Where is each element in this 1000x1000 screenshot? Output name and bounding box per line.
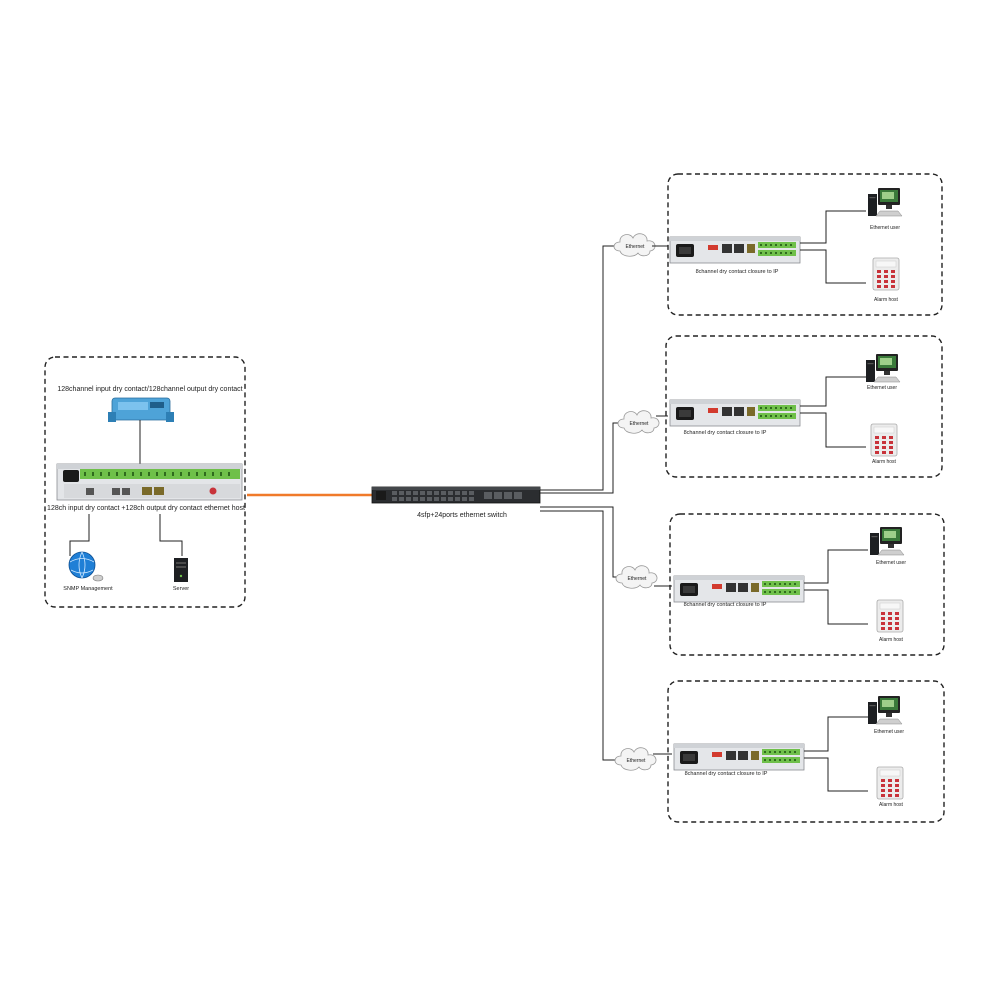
cloud-1-label: Ethernet <box>626 244 646 250</box>
remote-device-4 <box>673 743 805 771</box>
site-2-alarm-label: Alarm host <box>872 459 897 465</box>
keypad-icon-2 <box>870 423 898 457</box>
globe-icon <box>68 551 104 582</box>
ethernet-switch <box>371 486 541 504</box>
ethernet-cloud-4: Ethernet <box>614 747 657 771</box>
computer-icon-3 <box>869 526 905 556</box>
site-1-user-label: Ethernet user <box>870 225 900 231</box>
snmp-label: SNMP Management <box>63 586 113 592</box>
cloud-3-label: Ethernet <box>628 576 648 582</box>
keypad-icon-3 <box>876 599 904 633</box>
keypad-icon-1 <box>872 257 900 291</box>
site-3-alarm-label: Alarm host <box>879 637 904 643</box>
host-chassis <box>56 463 243 501</box>
host-top-caption: 128channel input dry contact/128channel … <box>57 386 242 393</box>
remote-device-3 <box>673 575 805 603</box>
remote-site-3: Ethernet 8channel dry contact closure to… <box>615 513 945 656</box>
site-4-device-caption: 8channel dry contact closure to IP <box>685 771 768 777</box>
cloud-2-label: Ethernet <box>630 421 650 427</box>
io-module <box>108 397 174 422</box>
site-2-device-caption: 8channel dry contact closure to IP <box>684 430 767 436</box>
switch-caption: 4sfp+24ports ethernet switch <box>417 512 507 519</box>
remote-device-1 <box>669 236 801 264</box>
computer-icon-1 <box>867 187 903 217</box>
server-link <box>159 514 183 556</box>
remote-site-4: Ethernet 8channel dry contact closure to… <box>614 680 945 823</box>
site-2-user-label: Ethernet user <box>867 385 897 391</box>
cloud-4-label: Ethernet <box>627 758 647 764</box>
site-3-user-label: Ethernet user <box>876 560 906 566</box>
switch-uplinks <box>540 245 622 761</box>
site-3-device-caption: 8channel dry contact closure to IP <box>684 602 767 608</box>
site-1-alarm-label: Alarm host <box>874 297 899 303</box>
computer-icon-4 <box>867 695 903 725</box>
host-device-caption: 128ch input dry contact +128ch output dr… <box>47 505 245 512</box>
remote-site-1: Ethernet 8channel dry contact closure to… <box>613 173 943 316</box>
host-panel-border <box>44 356 246 608</box>
computer-icon-2 <box>865 353 901 383</box>
site-4-alarm-label: Alarm host <box>879 802 904 808</box>
ethernet-cloud-1: Ethernet <box>613 233 656 257</box>
site-4-border <box>667 680 945 823</box>
keypad-icon-4 <box>876 766 904 800</box>
remote-site-2: Ethernet 8channel dry contact closure to… <box>617 335 943 478</box>
site-4-user-label: Ethernet user <box>874 729 904 735</box>
remote-device-2 <box>669 399 801 427</box>
snmp-link <box>69 514 90 556</box>
server-icon <box>174 558 188 582</box>
site-1-device-caption: 8channel dry contact closure to IP <box>696 269 779 275</box>
server-label: Server <box>173 586 189 592</box>
ethernet-cloud-3: Ethernet <box>615 565 658 589</box>
host-panel: 128channel input dry contact/128channel … <box>44 356 246 608</box>
site-2-border <box>665 335 943 478</box>
ethernet-cloud-2: Ethernet <box>617 410 660 434</box>
